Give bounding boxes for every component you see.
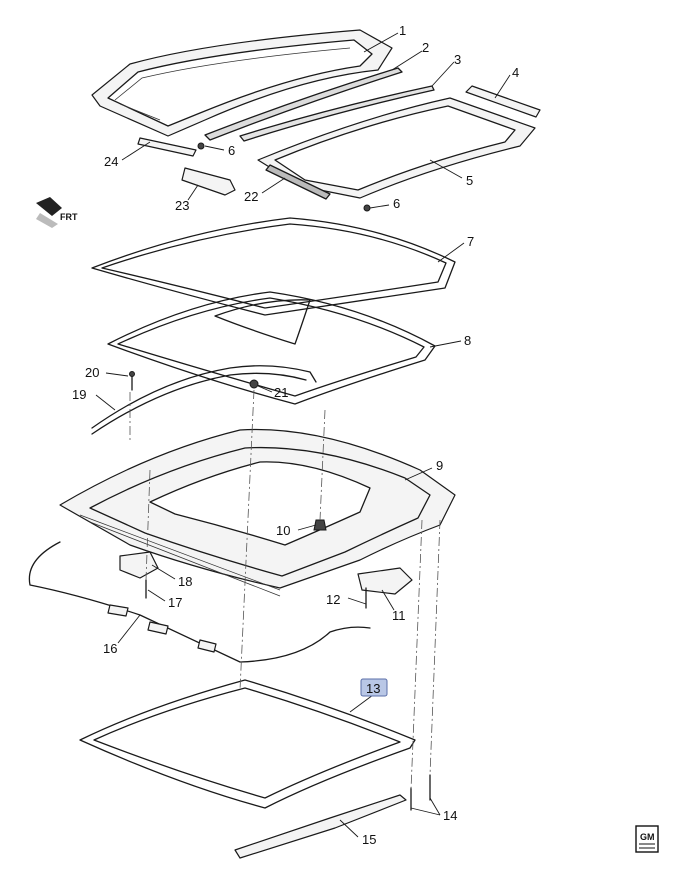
- callout-19: 19: [72, 387, 86, 402]
- part-16-wiring-harness: [28, 541, 371, 663]
- part-7-outer-seal: [91, 217, 456, 316]
- callout-10: 10: [276, 523, 290, 538]
- callout-2: 2: [422, 40, 429, 55]
- part-15-trim: [234, 794, 407, 859]
- callout-1: 1: [399, 23, 406, 38]
- callout-23: 23: [175, 198, 189, 213]
- front-label: FRT: [60, 212, 78, 222]
- callout-13-highlight: [360, 678, 388, 697]
- callout-18: 18: [178, 574, 192, 589]
- part-11-motor: [357, 567, 413, 595]
- part-3-deflector: [239, 85, 435, 142]
- callout-7: 7: [467, 234, 474, 249]
- callout-9: 9: [436, 458, 443, 473]
- part-22-strip: [265, 164, 331, 200]
- callout-15: 15: [362, 832, 376, 847]
- callout-3: 3: [454, 52, 461, 67]
- callout-5: 5: [466, 173, 473, 188]
- part-5-front-glass-frame: [257, 97, 536, 199]
- callout-24: 24: [104, 154, 118, 169]
- part-10-fastener: [313, 519, 327, 531]
- part-8-inner-seal: [107, 291, 436, 405]
- callout-21: 21: [274, 385, 288, 400]
- callout-4: 4: [512, 65, 519, 80]
- gm-logo-text: GM: [640, 832, 655, 842]
- front-arrow-icon: FRT: [36, 197, 78, 228]
- part-24-bracket: [137, 137, 197, 157]
- part-4-rail: [465, 85, 541, 118]
- callout-6-upper: 6: [228, 143, 235, 158]
- part-1-glass-frame: [91, 29, 393, 137]
- callout-13: 13: [366, 681, 380, 696]
- leader-lines: [95, 32, 511, 838]
- callout-16: 16: [103, 641, 117, 656]
- callout-14: 14: [443, 808, 457, 823]
- callout-12: 12: [326, 592, 340, 607]
- part-18-bracket: [119, 551, 159, 579]
- part-6-nut-upper: [197, 142, 205, 150]
- callout-22: 22: [244, 189, 258, 204]
- part-2-seal-strip: [204, 67, 403, 141]
- callout-6-lower: 6: [393, 196, 400, 211]
- callout-17: 17: [168, 595, 182, 610]
- callout-8: 8: [464, 333, 471, 348]
- part-23-hinge: [181, 167, 236, 196]
- callout-11: 11: [392, 608, 406, 623]
- callout-20: 20: [85, 365, 99, 380]
- gm-logo-icon: GM: [635, 825, 659, 853]
- part-21-clip: [249, 379, 259, 389]
- part-13-sunshade: [79, 679, 416, 809]
- part-19-drain-hose: [91, 365, 317, 429]
- part-6-nut-lower: [363, 204, 371, 212]
